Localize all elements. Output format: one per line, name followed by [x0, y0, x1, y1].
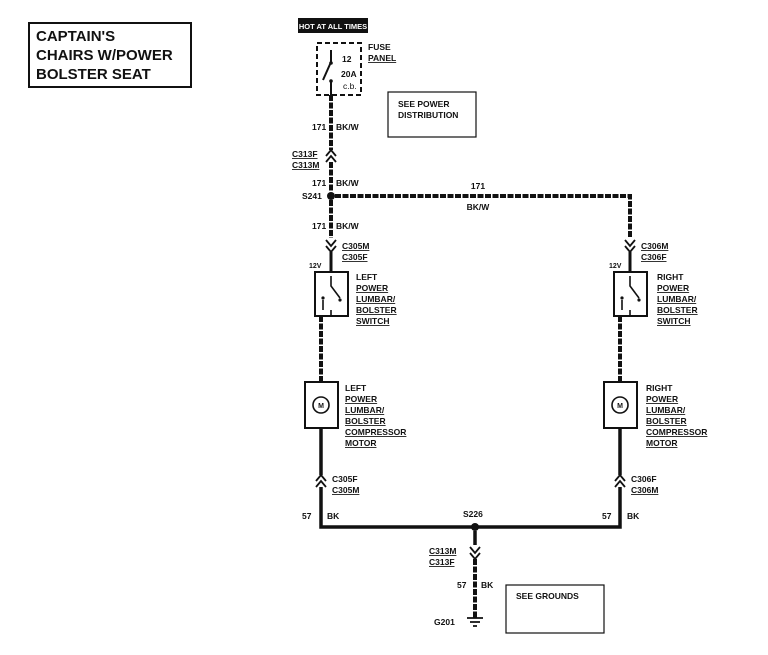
c306-top-label-1: C306M	[641, 241, 668, 251]
left-motor-line-5: COMPRESSOR	[345, 427, 406, 437]
left-switch-line-5: SWITCH	[356, 316, 390, 326]
right-switch-line-3: LUMBAR/	[657, 294, 697, 304]
power-dist-line-1: SEE POWER	[398, 99, 449, 109]
right-motor-line-5: COMPRESSOR	[646, 427, 707, 437]
c305-bottom-label-2: C305M	[332, 485, 359, 495]
wire-171-c-color: BK/W	[467, 202, 491, 212]
splice-s226-label: S226	[463, 509, 483, 519]
wire-171-b-circuit: 171	[312, 178, 326, 188]
ground-icon	[467, 617, 483, 627]
c313-top-label-2: C313M	[292, 160, 319, 170]
c305-bottom-connector-icon	[315, 473, 327, 488]
c313-bottom-connector-icon	[469, 546, 481, 561]
right-motor-line-2: POWER	[646, 394, 678, 404]
power-distribution-note-box	[387, 91, 477, 138]
right-motor-line-1: RIGHT	[646, 383, 673, 393]
left-motor-line-6: MOTOR	[345, 438, 376, 448]
power-dist-line-2: DISTRIBUTION	[398, 110, 458, 120]
title-line-2: CHAIRS W/POWER	[36, 47, 173, 64]
title-line-3: BOLSTER SEAT	[36, 66, 151, 83]
fuse-rating: 20A	[341, 69, 357, 79]
left-motor-icon	[312, 396, 330, 414]
c313-top-label-1: C313F	[292, 149, 318, 159]
left-motor-line-4: BOLSTER	[345, 416, 386, 426]
hot-label: HOT AT ALL TIMES	[299, 22, 367, 31]
c305-bottom-label-1: C305F	[332, 474, 358, 484]
right-switch-line-5: SWITCH	[657, 316, 691, 326]
right-switch-line-2: POWER	[657, 283, 689, 293]
hot-at-all-times-bar	[298, 18, 368, 33]
wire-171-c	[335, 194, 632, 238]
left-switch-line-4: BOLSTER	[356, 305, 397, 315]
title-line-1: CAPTAIN'S	[36, 28, 116, 45]
right-motor-line-6: MOTOR	[646, 438, 677, 448]
wire-171-b-color: BK/W	[336, 178, 360, 188]
left-switch-icon	[322, 276, 341, 316]
right-switch-contact-a	[620, 296, 624, 300]
right-motor-line-4: BOLSTER	[646, 416, 687, 426]
breaker-contact-top	[329, 61, 333, 65]
left-motor-line-3: LUMBAR/	[345, 405, 385, 415]
wire-171-d-color: BK/W	[336, 221, 360, 231]
circuit-breaker-icon	[322, 50, 332, 95]
right-motor-line-3: LUMBAR/	[646, 405, 686, 415]
splice-s226	[471, 523, 479, 531]
right-motor-icon	[611, 396, 629, 414]
fuse-label-2: PANEL	[368, 53, 396, 63]
diagram-title: CAPTAIN'S CHAIRS W/POWER BOLSTER SEAT	[28, 22, 192, 88]
ground-point-label: G201	[434, 617, 455, 627]
right-switch-line-1: RIGHT	[657, 272, 684, 282]
left-motor-line-1: LEFT	[345, 383, 367, 393]
c313-top-connector-icon	[325, 148, 337, 163]
c305-top-label-2: C305F	[342, 252, 368, 262]
fuse-number: 12	[342, 54, 352, 64]
left-switch-contact-b	[338, 298, 342, 302]
main-ground-circuit: 57	[457, 580, 467, 590]
voltage-left: 12V	[309, 263, 322, 270]
splice-s241-label: S241	[302, 191, 322, 201]
right-motor-symbol: M	[617, 403, 623, 410]
c306-bottom-connector-icon	[614, 473, 626, 488]
fuse-label-1: FUSE	[368, 42, 391, 52]
left-ground-circuit: 57	[302, 511, 312, 521]
grounds-note: SEE GROUNDS	[516, 591, 579, 601]
c306-bottom-label-2: C306M	[631, 485, 658, 495]
splice-s241	[327, 192, 335, 200]
wire-171-a-circuit: 171	[312, 122, 326, 132]
right-ground-color: BK	[627, 511, 640, 521]
left-motor-symbol: M	[318, 403, 324, 410]
fuse-type: c.b.	[343, 81, 357, 91]
grounds-note-box	[505, 584, 605, 634]
wire-171-a-color: BK/W	[336, 122, 360, 132]
c306-bottom-label-1: C306F	[631, 474, 657, 484]
left-motor-line-2: POWER	[345, 394, 377, 404]
left-switch-line-2: POWER	[356, 283, 388, 293]
wire-171-c-circuit: 171	[471, 181, 485, 191]
voltage-right: 12V	[609, 263, 622, 270]
main-ground-color: BK	[481, 580, 494, 590]
c305-top-label-1: C305M	[342, 241, 369, 251]
c313-bottom-label-2: C313F	[429, 557, 455, 567]
left-switch-line-3: LUMBAR/	[356, 294, 396, 304]
wire-171-d-circuit: 171	[312, 221, 326, 231]
c305-top-connector-icon	[325, 239, 337, 254]
right-switch-line-4: BOLSTER	[657, 305, 698, 315]
right-switch-icon	[621, 276, 640, 316]
left-ground-color: BK	[327, 511, 340, 521]
right-ground-circuit: 57	[602, 511, 612, 521]
left-switch-line-1: LEFT	[356, 272, 378, 282]
c306-top-label-2: C306F	[641, 252, 667, 262]
breaker-contact-bottom	[329, 79, 333, 83]
right-switch-contact-b	[637, 298, 641, 302]
left-switch-contact-a	[321, 296, 325, 300]
wire-ground-bus	[319, 487, 622, 529]
c306-top-connector-icon	[624, 239, 636, 254]
c313-bottom-label-1: C313M	[429, 546, 456, 556]
